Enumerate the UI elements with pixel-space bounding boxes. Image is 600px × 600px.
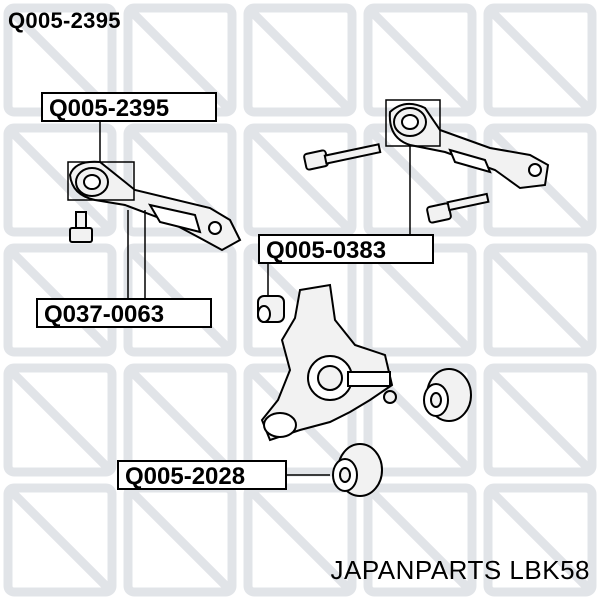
leader-lines [99, 122, 411, 476]
callout-upper-left-bushing: Q005-2395 [41, 92, 217, 122]
long-bolt-lower [426, 192, 490, 224]
callout-left-arm: Q037-0063 [36, 298, 212, 328]
bolt-small-left [69, 211, 93, 243]
lower-bushing [332, 443, 383, 497]
highlight-box-left [67, 161, 135, 201]
small-bushing [257, 295, 285, 323]
footer-brand-part: JAPANPARTS LBK58 [330, 555, 590, 585]
highlight-box-right [385, 99, 441, 147]
page-title-part-code: Q005-2395 [8, 8, 121, 33]
callout-right-arm: Q005-0383 [258, 234, 434, 264]
callout-lower-bushing: Q005-2028 [117, 460, 287, 490]
upper-left-arm [68, 160, 242, 252]
right-bushing [423, 368, 472, 422]
upper-right-arm [388, 102, 550, 190]
long-bolt-upper [303, 143, 382, 171]
steering-knuckle [260, 283, 397, 442]
